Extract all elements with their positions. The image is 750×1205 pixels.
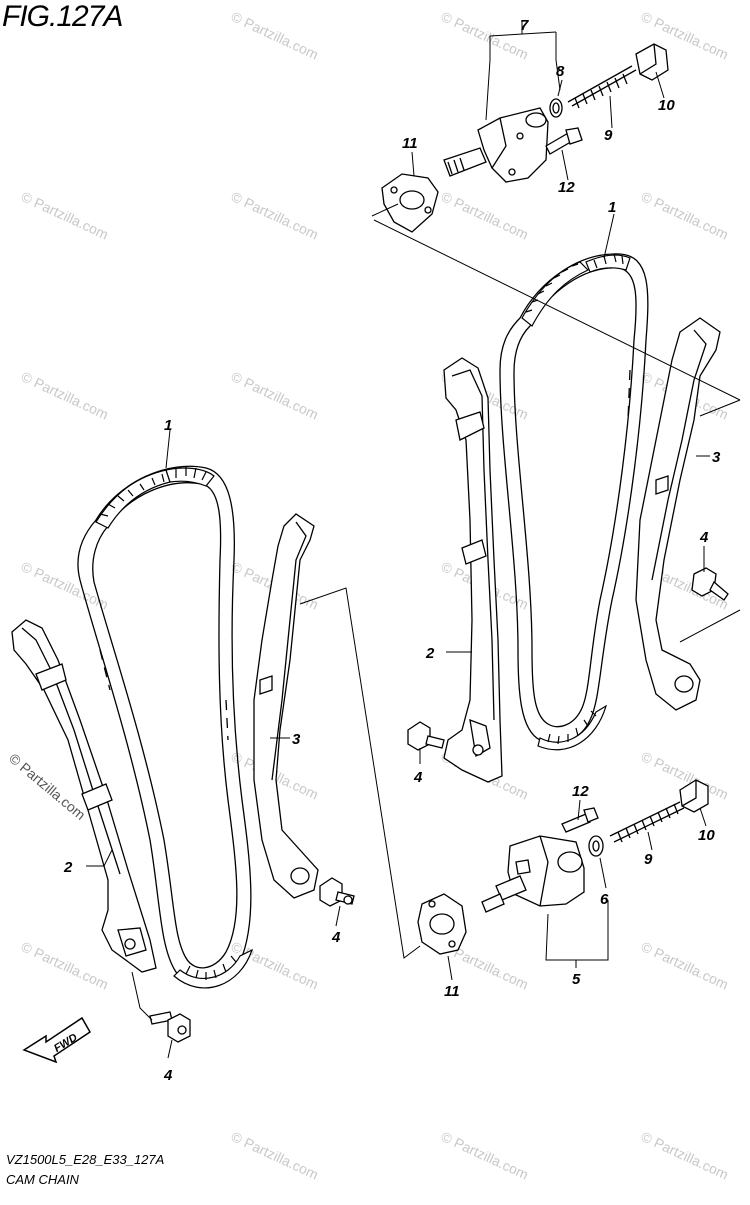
watermark-layer: © Partzilla.com © Partzilla.com © Partzi…: [19, 8, 731, 1182]
leader-8: [557, 79, 563, 97]
watermark-text: © Partzilla.com: [229, 8, 321, 62]
leader-7-bracket: [489, 31, 557, 37]
leader-2-left: [86, 849, 113, 867]
reference-line-left: [299, 587, 421, 959]
callout-12-top: 12: [558, 179, 575, 196]
leader-6: [599, 857, 607, 889]
model-code: VZ1500L5_E28_E33_127A: [6, 1152, 165, 1167]
callout-10-top: 10: [658, 97, 675, 114]
callout-10-bottom: 10: [698, 827, 715, 844]
leader-9-top: [609, 95, 613, 129]
leader-4-bottom-a: [131, 971, 153, 1021]
leader-1-left: [165, 429, 171, 469]
callout-4-right-lower: 4: [413, 769, 423, 786]
bolt-part-12-top: [545, 127, 583, 155]
watermark-text: © Partzilla.com: [19, 558, 111, 612]
watermark-text: © Partzilla.com: [639, 938, 731, 992]
bolt-part-10-bottom: [679, 779, 709, 813]
chain-tensioner-guide-part-2-right: [443, 357, 503, 783]
leader-5-bracket: [545, 900, 609, 961]
chain-tensioner-guide-part-2-left: [11, 619, 157, 973]
callout-1-left: 1: [164, 417, 172, 434]
bolt-part-4-mid: [319, 877, 355, 907]
figure-title: FIG.127A: [2, 0, 123, 33]
leader-10-top: [655, 71, 665, 99]
spring-part-9-bottom: [609, 801, 685, 843]
callout-8: 8: [556, 63, 565, 80]
callout-12-bottom: 12: [572, 783, 589, 800]
leader-11-bottom: [447, 955, 453, 981]
callout-7: 7: [520, 17, 529, 34]
gasket-hole: [399, 190, 425, 210]
leader-9-bottom: [647, 831, 653, 851]
callout-1-right: 1: [608, 199, 616, 216]
watermark-text: © Partzilla.com: [229, 368, 321, 422]
leader-lines: [86, 20, 741, 1059]
bolt-part-10-top: [635, 43, 669, 81]
watermark-text: © Partzilla.com: [229, 188, 321, 242]
lower-tensioner-assembly: [417, 779, 709, 955]
tensioner-rod-top: [443, 147, 487, 177]
chain-inner-left: [92, 482, 238, 969]
chain-inner-right: [513, 267, 637, 728]
callout-11-bottom: 11: [444, 983, 460, 1000]
leader-12-top: [561, 149, 569, 181]
callout-2-left: 2: [63, 859, 73, 876]
chain-outer-left: [77, 465, 252, 986]
chain-links-bottom-right: [537, 704, 608, 751]
figure-name: CAM CHAIN: [6, 1172, 79, 1187]
bolt-part-12-bottom: [561, 807, 599, 833]
callout-2-right: 2: [425, 645, 435, 662]
leader-11-top: [411, 151, 415, 177]
watermark-text: © Partzilla.com: [439, 8, 531, 62]
chain-links-bottom-left: [173, 948, 254, 989]
callout-11-top: 11: [402, 135, 418, 152]
leader-12-bottom: [577, 799, 581, 821]
watermark-text: © Partzilla.com: [19, 188, 111, 242]
chain-links-top-right: [521, 253, 631, 327]
callout-9-top: 9: [604, 127, 613, 144]
fwd-arrow-icon: FWD: [22, 1016, 91, 1064]
reference-line-upper: [373, 219, 741, 401]
bolt-part-4-right-lower: [407, 721, 445, 751]
right-cam-chain-set: [407, 253, 729, 783]
chain-outer-right: [499, 253, 649, 744]
chain-links-top-left: [95, 466, 215, 529]
watermark-text: © Partzilla.com: [639, 1128, 731, 1182]
watermark-text: © Partzilla.com: [229, 1128, 321, 1182]
callout-5: 5: [572, 971, 581, 988]
leader-4-mid: [335, 905, 341, 927]
callout-3-left: 3: [292, 731, 301, 748]
chain-guide-part-3-left: [253, 513, 319, 899]
bolt-part-4-bottom: [149, 1011, 191, 1043]
watermark-text: © Partzilla.com: [439, 188, 531, 242]
bolt-part-4-right-upper: [691, 567, 729, 601]
leader-1-right: [603, 213, 615, 259]
callout-4-right-upper: 4: [699, 529, 709, 546]
callout-6: 6: [600, 891, 609, 908]
callout-labels: 7 8 9 10 11 12 1 3 4 2 4 12 10 9 6 5 11 …: [63, 17, 721, 1084]
watermark-text: © Partzilla.com: [19, 368, 111, 422]
reference-line-right: [679, 609, 741, 643]
callout-4-mid: 4: [331, 929, 341, 946]
callout-9-bottom: 9: [644, 851, 653, 868]
callout-4-bottom: 4: [163, 1067, 173, 1084]
watermark-text: © Partzilla.com: [439, 1128, 531, 1182]
chain-guide-part-3-right: [635, 317, 721, 711]
spring-part-9-top: [567, 65, 637, 109]
upper-tensioner-assembly: [381, 43, 669, 233]
leader-4-bottom-b: [167, 1039, 173, 1059]
left-cam-chain-set: [11, 465, 355, 1043]
watermark-text: © Partzilla.com: [19, 938, 111, 992]
leader-10-bottom: [699, 807, 707, 827]
watermark-text: © Partzilla.com: [639, 188, 731, 242]
callout-3-right: 3: [712, 449, 721, 466]
